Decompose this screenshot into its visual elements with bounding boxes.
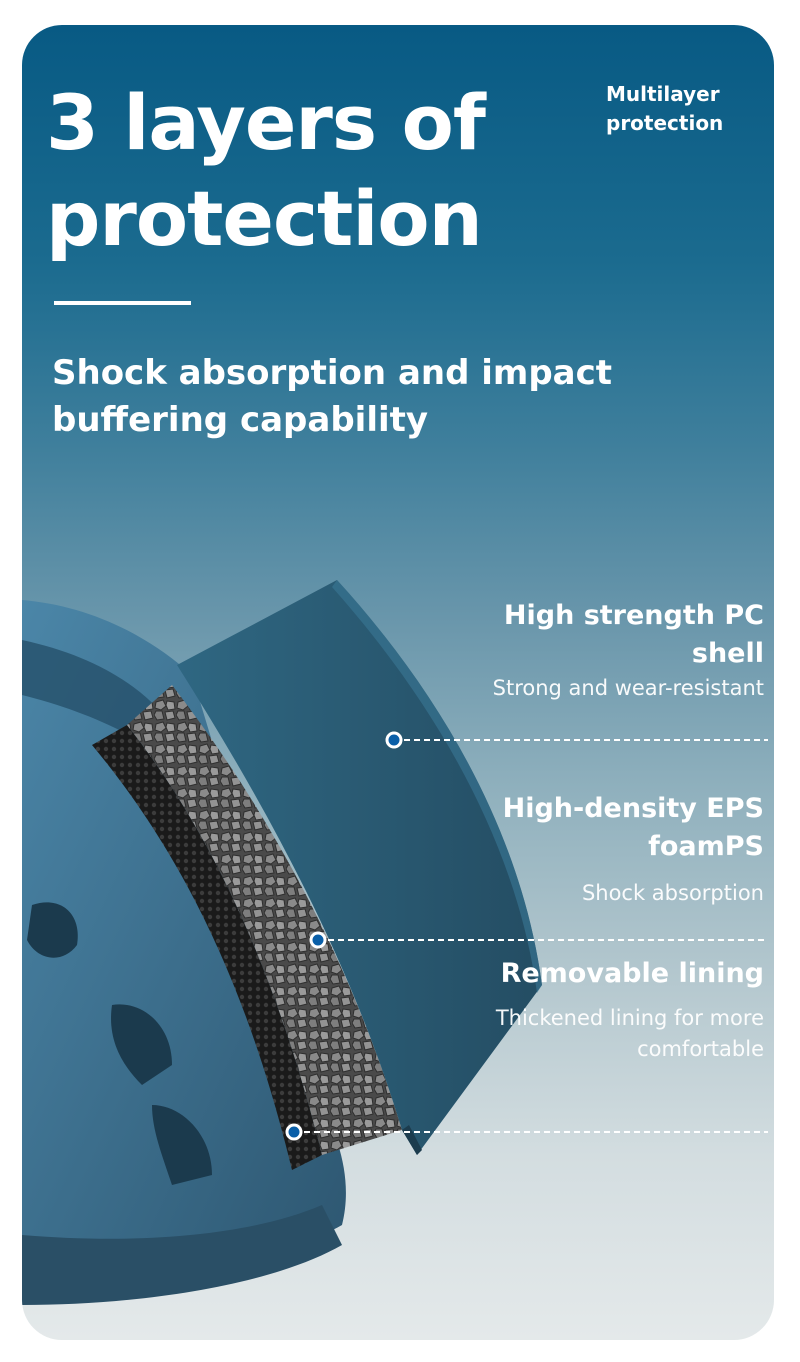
callout-eps-foam: High-density EPS foamPS Shock absorption <box>464 790 764 909</box>
helmet-vent <box>27 902 78 958</box>
callout-title: High strength PC shell <box>503 600 764 669</box>
helmet-vent <box>111 1004 172 1085</box>
callout-desc: Thickened lining for more comfortable <box>495 1006 764 1061</box>
callout-title: High-density EPS foamPS <box>502 793 764 862</box>
shell-marker <box>385 731 403 749</box>
callout-desc: Shock absorption <box>581 881 764 905</box>
lining-layer <box>92 725 322 1170</box>
helmet-body <box>22 600 346 1290</box>
pc-shell-layer <box>177 580 542 1155</box>
helmet-cross-section-illustration <box>22 580 768 1305</box>
callout-title: Removable lining <box>500 958 764 989</box>
page-title: 3 layers of protection <box>46 78 486 263</box>
callout-lining: Removable lining Thickened lining for mo… <box>464 955 764 1065</box>
page-subtitle: Shock absorption and impact buffering ca… <box>52 353 613 440</box>
helmet-brim <box>22 1205 342 1305</box>
multilayer-label: Multilayer protection <box>606 82 724 135</box>
callout-pc-shell: High strength PC shell Strong and wear-r… <box>434 597 764 704</box>
callout-desc: Strong and wear-resistant <box>492 676 764 700</box>
helmet-vent <box>152 1105 212 1185</box>
lining-marker <box>285 1123 303 1141</box>
title-divider <box>54 301 191 305</box>
eps-foam-layer <box>127 685 402 1155</box>
product-card: 3 layers of protection Multilayer protec… <box>22 25 774 1340</box>
foam-marker <box>309 931 327 949</box>
